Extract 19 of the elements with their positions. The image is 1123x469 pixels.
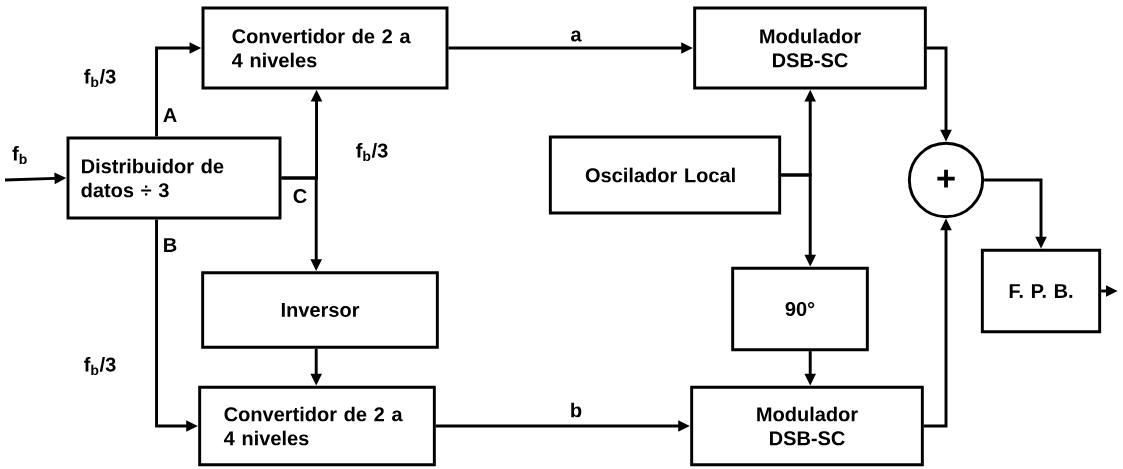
signal-label: C: [293, 188, 307, 204]
edge-label: a: [569, 29, 583, 43]
process-box: Convertidor de 2 a 4 niveles: [201, 6, 449, 90]
edge-label: b: [568, 401, 584, 419]
signal-label: f$_{b}$/3: [356, 142, 388, 162]
process-box: 90°: [731, 266, 869, 352]
process-box: F. P. B.: [980, 248, 1102, 334]
signal-label: f$_{b}$/3: [84, 68, 116, 88]
edge-label: B: [161, 236, 179, 254]
process-box: Distribuidor de datos ÷ 3: [66, 136, 282, 220]
edge-label: A: [161, 106, 179, 124]
process-box: Convertidor de 2 a 4 niveles: [198, 385, 436, 467]
edge-label: f$_{b}$: [10, 144, 30, 166]
summing-junction: +: [907, 141, 985, 219]
process-box: Modulador DSB-SC: [693, 6, 927, 90]
process-box: Inversor: [201, 271, 439, 349]
process-box: Modulador DSB-SC: [690, 385, 924, 467]
signal-label: f$_{b}$/3: [84, 356, 116, 376]
process-box: Oscilador Local: [548, 135, 782, 215]
